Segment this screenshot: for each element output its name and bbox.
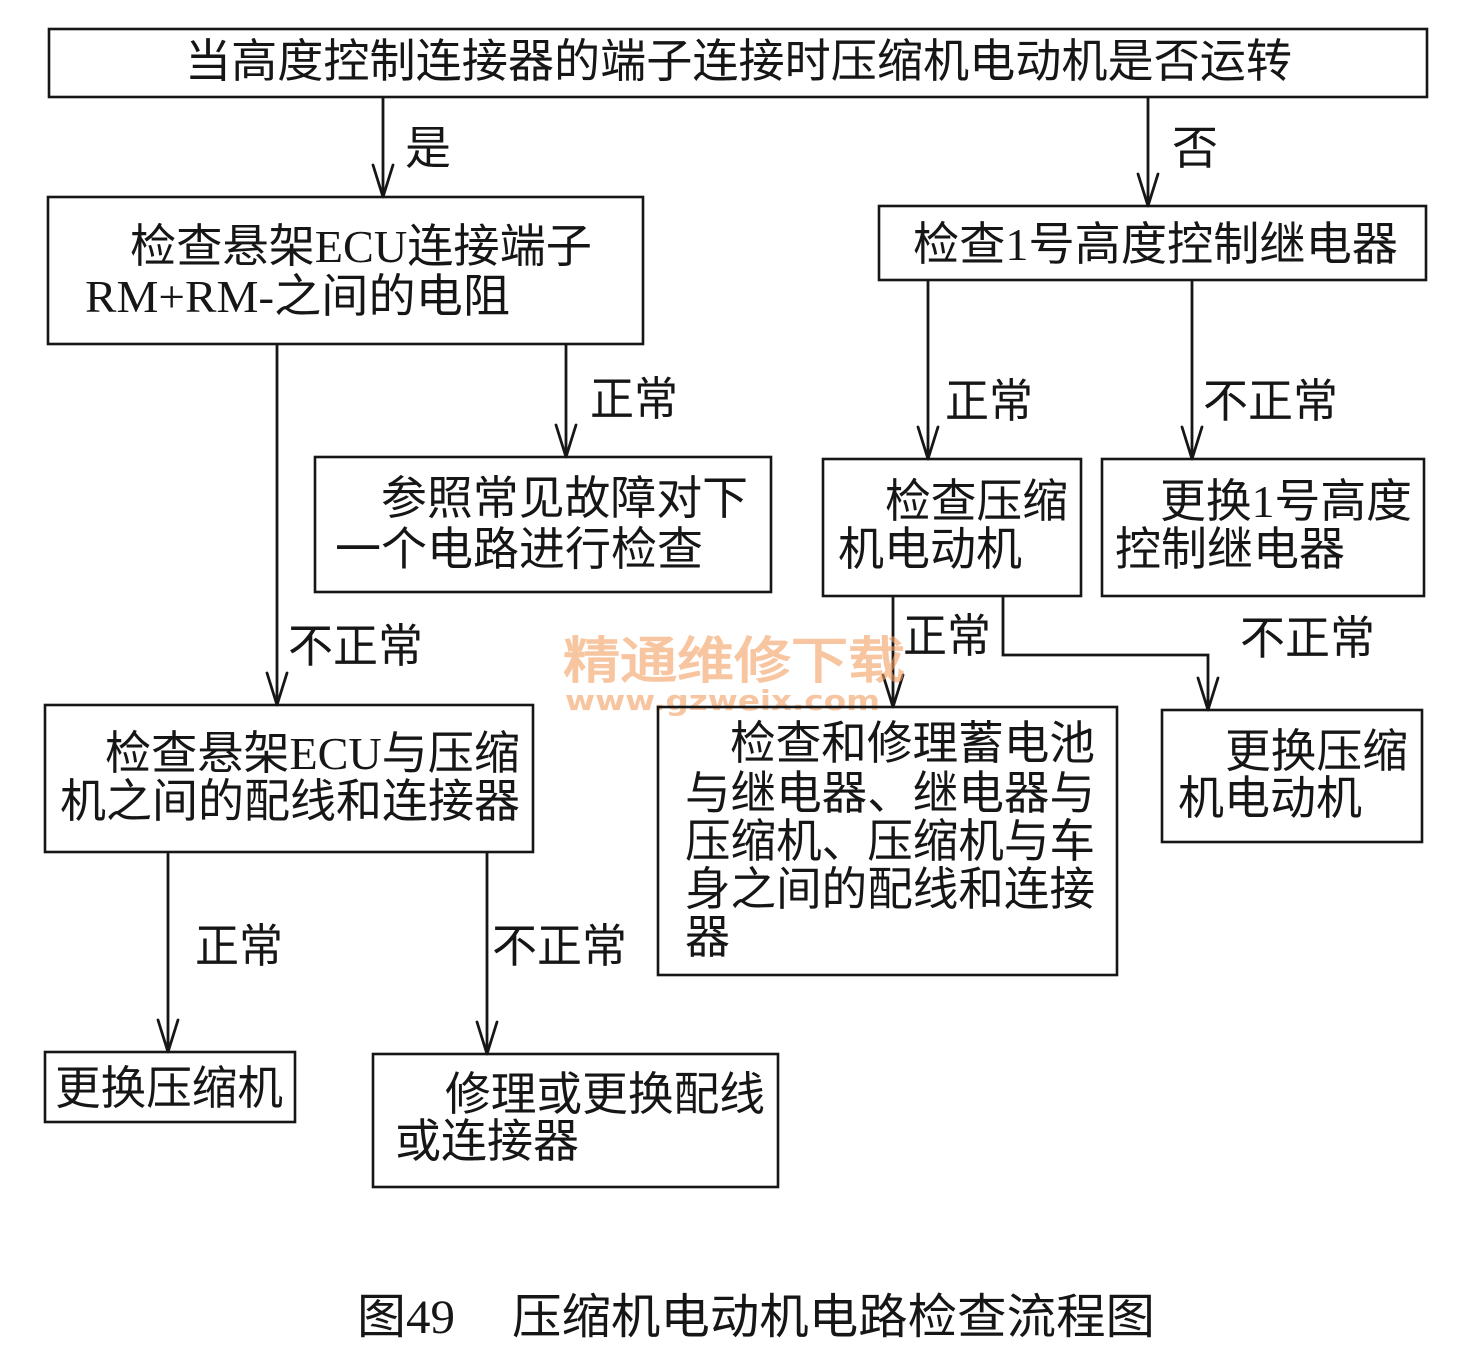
step-text-line: 参照常见故障对下 [381, 473, 748, 524]
box-border [656, 705, 1119, 977]
step-text-line: 与继电器、继电器与 [685, 768, 1095, 819]
step-text-line: 机之间的配线和连接器 [60, 776, 520, 827]
start-question: 当高度控制连接器的端子连接时压缩机电动机是否运转 [185, 36, 1292, 87]
step-check-ecu-compressor-wiring: 检查悬架ECU与压缩 机之间的配线和连接器 [43, 703, 535, 854]
edge-label-yes-normal: 正常 [590, 374, 678, 425]
step-check-compressor-motor: 检查压缩 机电动机 [821, 457, 1083, 598]
step-repair-battery-relay-wiring: 检查和修理蓄电池 与继电器、继电器与 压缩机、压缩机与车 身之间的配线和连接 器 [656, 705, 1119, 977]
step-text-line: 压缩机、压缩机与车 [685, 816, 1095, 867]
step-text-line: 检查1号高度控制继电器 [913, 219, 1398, 270]
step-text-line: 机电动机 [1178, 773, 1362, 824]
step-text-line: 或连接器 [395, 1116, 579, 1167]
step-replace-compressor-motor: 更换压缩 机电动机 [1160, 708, 1424, 844]
step-check-next-circuit: 参照常见故障对下 一个电路进行检查 [313, 455, 773, 594]
step-text-line: 器 [685, 912, 730, 963]
step-replace-height-control-relay-1: 更换1号高度 控制继电器 [1100, 457, 1426, 598]
watermark: 精通维修下载 www.gzweix.com [563, 632, 905, 717]
step-text-line: 检查和修理蓄电池 [730, 718, 1095, 769]
step-check-ecu-terminal-resistance: 检查悬架ECU连接端子 RM+RM-之间的电阻 [46, 195, 645, 346]
step-text-line: RM+RM-之间的电阻 [85, 271, 510, 322]
caption-figure-number: 图49 [357, 1291, 455, 1344]
step-text-line: 一个电路进行检查 [335, 524, 703, 575]
edge-label-no-normal: 正常 [945, 376, 1033, 427]
edge-label-yes: 是 [405, 123, 451, 174]
edge-label-yes-abnormal-normal: 正常 [195, 921, 283, 972]
box-border [47, 27, 1429, 99]
edge-label-yes-abnormal-abnormal: 不正常 [492, 921, 627, 972]
box-border [43, 1050, 297, 1124]
step-text-line: 检查悬架ECU与压缩 [105, 728, 520, 779]
arrow-shaft [1001, 596, 1210, 710]
step-text-line: 检查压缩 [885, 476, 1068, 527]
edge-label-no: 否 [1172, 123, 1218, 174]
step-text-line: 检查悬架ECU连接端子 [130, 221, 592, 272]
step-text-line: 身之间的配线和连接 [685, 864, 1095, 915]
box-border [371, 1052, 780, 1189]
edge-label-no-normal-abnormal: 不正常 [1240, 613, 1375, 664]
caption-title: 压缩机电动机电路检查流程图 [512, 1291, 1155, 1344]
step-text-line: 机电动机 [838, 524, 1022, 575]
step-text-line: 修理或更换配线 [445, 1069, 765, 1120]
box-border [46, 195, 645, 346]
box-border [43, 703, 535, 854]
step-check-height-control-relay-1: 检查1号高度控制继电器 [877, 204, 1428, 282]
edge-label-no-normal-normal: 正常 [903, 611, 991, 662]
edge-label-yes-abnormal: 不正常 [288, 621, 423, 672]
step-text-line: 更换压缩 [1225, 726, 1408, 777]
step-text-line: 控制继电器 [1115, 524, 1345, 575]
box-border [1100, 457, 1426, 598]
figure-caption: 图49 压缩机电动机电路检查流程图 [357, 1291, 1155, 1344]
step-text-line: 更换压缩机 [55, 1063, 283, 1114]
watermark-brand: 精通维修下载 [563, 632, 905, 690]
edge-label-no-abnormal: 不正常 [1203, 376, 1338, 427]
box-border [877, 204, 1428, 282]
step-text-line: 更换1号高度 [1160, 476, 1412, 527]
box-border [821, 457, 1083, 598]
watermark-site: www.gzweix.com [565, 684, 880, 717]
step-replace-compressor: 更换压缩机 [43, 1050, 297, 1124]
box-border [1160, 708, 1424, 844]
box-border [313, 455, 773, 594]
start-box: 当高度控制连接器的端子连接时压缩机电动机是否运转 [47, 27, 1429, 99]
step-repair-wiring: 修理或更换配线 或连接器 [371, 1052, 780, 1189]
